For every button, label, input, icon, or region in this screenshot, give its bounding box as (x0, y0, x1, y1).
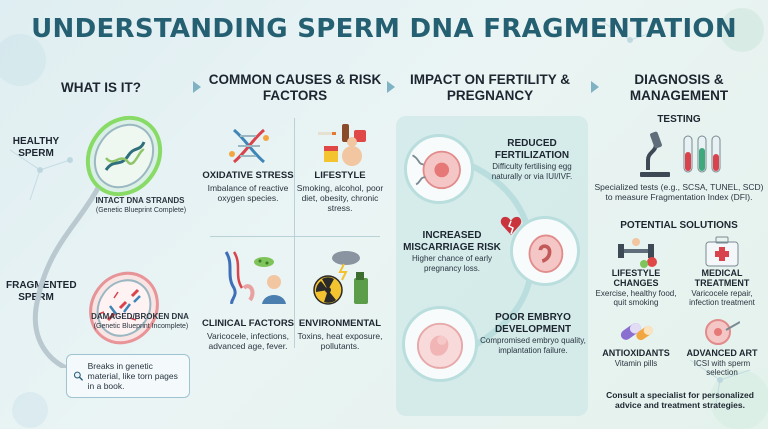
solution-desc: Exercise, healthy food, quit smoking (595, 289, 677, 307)
clinical-icon (224, 251, 286, 304)
note-text: Breaks in genetic material, like torn pa… (87, 361, 178, 391)
cause-title: CLINICAL FACTORS (202, 318, 295, 329)
pills-icon (620, 322, 653, 341)
solution-title: ADVANCED ART (686, 348, 758, 358)
microscope-icon (640, 131, 721, 177)
section-diagnosis: DIAGNOSIS & MANAGEMENT TESTING Specializ… (594, 68, 764, 423)
cause-desc: Toxins, heat exposure, pollutants. (297, 331, 383, 351)
chevron-right-icon (190, 80, 204, 94)
section-what-is-it: WHAT IS IT? HEALTHY SPERM FRAGMENTED SPE… (6, 68, 196, 423)
testing-heading: TESTING (657, 114, 701, 125)
healthy-subcaption: (Genetic Blueprint Complete) (95, 207, 187, 214)
chevron-right-icon (384, 80, 398, 94)
exercise-icon (618, 238, 657, 268)
dna-damage-icon (229, 128, 269, 164)
page-title: UNDERSTANDING SPERM DNA FRAGMENTATION (31, 14, 737, 44)
fragmented-subcaption: (Genetic Blueprint Incomplete) (93, 323, 189, 330)
impact-title: INCREASED MISCARRIAGE RISK (403, 230, 501, 253)
impact-desc: Higher chance of early pregnancy loss. (411, 254, 493, 273)
chevron-right-icon (588, 80, 602, 94)
solution-title: LIFESTYLE CHANGES (611, 268, 661, 288)
consult-footer: Consult a specialist for personalized ad… (606, 390, 754, 410)
analogy-note: Breaks in genetic material, like torn pa… (66, 354, 190, 398)
causes-heading: COMMON CAUSES & RISK FACTORS (208, 72, 382, 103)
cause-desc: Imbalance of reactive oxygen species. (207, 183, 289, 203)
cause-title: ENVIRONMENTAL (298, 318, 382, 329)
section-causes: COMMON CAUSES & RISK FACTORS OXIDATIVE S… (202, 68, 388, 423)
solution-desc: Vitamin pills (614, 359, 658, 368)
impact-title: POOR EMBRYO DEVELOPMENT (494, 312, 572, 335)
fragmented-caption: DAMAGED/BROKEN DNA (91, 312, 189, 321)
impact-title: REDUCED FERTILIZATION (494, 138, 570, 161)
cause-title: LIFESTYLE (314, 170, 366, 181)
magnifier-icon (73, 371, 83, 381)
sperm-comparison-illustration (32, 115, 163, 368)
cause-desc: Varicocele, infections, advanced age, fe… (206, 331, 290, 351)
cause-desc: Smoking, alcohol, poor diet, obesity, ch… (296, 183, 384, 213)
testing-desc: Specialized tests (e.g., SCSA, TUNEL, SC… (594, 182, 764, 202)
hazard-icon (313, 251, 368, 305)
solution-desc: ICSI with sperm selection (693, 359, 751, 377)
solution-desc: Varicocele repair, infection treatment (689, 289, 755, 307)
lifestyle-icon (318, 124, 366, 166)
diagnosis-heading: DIAGNOSIS & MANAGEMENT (629, 72, 729, 103)
fertilization-image (404, 134, 474, 204)
impact-heading: IMPACT ON FERTILITY & PREGNANCY (410, 72, 570, 103)
solution-title: MEDICAL TREATMENT (694, 268, 750, 288)
solution-title: ANTIOXIDANTS (602, 348, 670, 358)
healthy-sperm-label: HEALTHY SPERM (12, 136, 60, 159)
section-impact: IMPACT ON FERTILITY & PREGNANCY REDUCED … (392, 68, 588, 423)
impact-desc: Compromised embryo quality, implantation… (480, 336, 586, 355)
medical-kit-icon (705, 236, 739, 267)
what-is-it-heading: WHAT IS IT? (61, 80, 141, 95)
impact-desc: Difficulty fertilising egg naturally or … (491, 162, 573, 181)
embryo-image (402, 306, 478, 382)
miscarriage-image (510, 216, 580, 286)
cause-title: OXIDATIVE STRESS (202, 170, 294, 181)
icsi-icon (705, 319, 740, 345)
broken-heart-icon (500, 216, 522, 235)
healthy-caption: INTACT DNA STRANDS (95, 196, 185, 205)
solutions-heading: POTENTIAL SOLUTIONS (620, 220, 738, 231)
